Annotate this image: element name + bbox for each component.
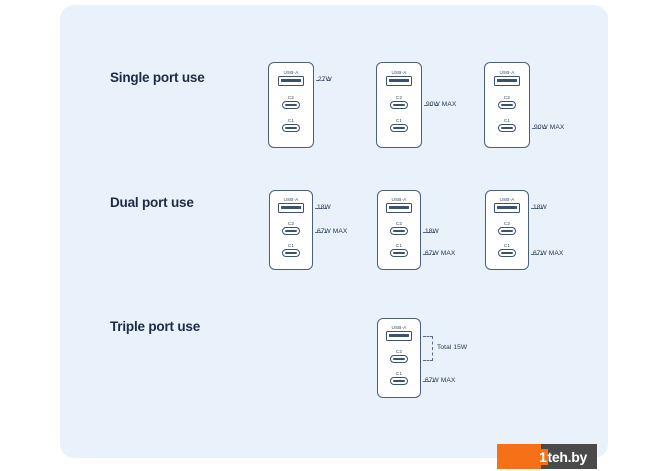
usb-a-port-icon <box>494 203 520 213</box>
usb-c-port-icon-c2 <box>498 227 516 235</box>
leader-line <box>531 208 543 209</box>
wattage-label-c2: 18W <box>425 228 439 235</box>
watermark-orange-block <box>497 444 541 469</box>
port-label-c2: C2 <box>503 221 511 226</box>
leader-line <box>423 232 435 233</box>
leader-line <box>531 254 543 255</box>
section-title-dual: Dual port use <box>110 195 194 210</box>
wattage-label-c1: 67W MAX <box>425 377 456 384</box>
port-label-usba: USB-A <box>391 70 407 75</box>
usb-c-port-icon-c1 <box>390 249 408 257</box>
port-label-c1: C1 <box>395 118 403 123</box>
port-label-c1: C1 <box>395 371 403 376</box>
port-label-usba: USB-A <box>283 197 299 202</box>
usb-c-port-icon-c1 <box>390 124 408 132</box>
usb-c-port-icon-c2 <box>498 101 516 109</box>
usb-c-port-icon-c2 <box>282 227 300 235</box>
port-label-c1: C1 <box>287 118 295 123</box>
port-label-usba: USB-A <box>499 197 515 202</box>
charger-single-1: USB-A C2 C1 <box>268 62 314 148</box>
usb-a-port-icon <box>278 203 304 213</box>
watermark-label: teh.by <box>547 448 588 465</box>
port-label-c1: C1 <box>503 118 511 123</box>
total-bracket <box>423 336 433 361</box>
wattage-label-c1: 90W MAX <box>534 124 565 131</box>
port-label-c1: C1 <box>287 243 295 248</box>
leader-line-c1 <box>423 381 435 382</box>
charger-dual-2: USB-A C2 C1 <box>377 190 421 270</box>
charger-single-3: USB-A C2 C1 <box>484 62 530 148</box>
port-label-c1: C1 <box>503 243 511 248</box>
leader-line <box>423 254 435 255</box>
wattage-label-c2: 90W MAX <box>426 101 457 108</box>
wattage-label-c1: 67W MAX <box>533 250 564 257</box>
charger-triple-1: USB-A C2 C1 <box>377 318 421 398</box>
usb-c-port-icon-c1 <box>390 377 408 385</box>
port-label-c2: C2 <box>503 95 511 100</box>
usb-c-port-icon-c2 <box>390 227 408 235</box>
port-label-c1: C1 <box>395 243 403 248</box>
section-title-single: Single port use <box>110 70 205 85</box>
usb-c-port-icon-c2 <box>390 355 408 363</box>
wattage-label-total: Total 15W <box>437 344 468 351</box>
wattage-label-usba: 18W <box>533 204 547 211</box>
usb-a-port-icon <box>386 331 412 341</box>
usb-c-port-icon-c1 <box>498 124 516 132</box>
watermark-digit: 1 <box>539 448 548 465</box>
port-label-usba: USB-A <box>283 70 299 75</box>
section-title-triple: Triple port use <box>110 319 201 334</box>
port-label-c2: C2 <box>395 349 403 354</box>
port-label-c2: C2 <box>287 221 295 226</box>
port-label-usba: USB-A <box>499 70 515 75</box>
wattage-label-c1: 67W MAX <box>425 250 456 257</box>
usb-a-port-icon <box>494 76 520 86</box>
leader-line <box>532 128 546 129</box>
port-label-c2: C2 <box>395 221 403 226</box>
wattage-label-usba: 18W <box>317 204 331 211</box>
leader-line <box>315 232 327 233</box>
usb-c-port-icon-c1 <box>282 124 300 132</box>
usb-a-port-icon <box>278 76 304 86</box>
charger-dual-3: USB-A C2 C1 <box>485 190 529 270</box>
port-label-c2: C2 <box>395 95 403 100</box>
wattage-label-c2: 67W MAX <box>317 228 348 235</box>
usb-c-port-icon-c1 <box>498 249 516 257</box>
usb-a-port-icon <box>386 76 412 86</box>
port-label-c2: C2 <box>287 95 295 100</box>
usb-c-port-icon-c2 <box>390 101 408 109</box>
leader-line <box>315 208 327 209</box>
wattage-label-usba: 27W <box>318 76 332 83</box>
usb-a-port-icon <box>386 203 412 213</box>
port-label-usba: USB-A <box>391 325 407 330</box>
leader-line <box>424 105 438 106</box>
leader-line <box>316 80 330 81</box>
usb-c-port-icon-c2 <box>282 101 300 109</box>
usb-c-port-icon-c1 <box>282 249 300 257</box>
charger-single-2: USB-A C2 C1 <box>376 62 422 148</box>
charger-dual-1: USB-A C2 C1 <box>269 190 313 270</box>
port-label-usba: USB-A <box>391 197 407 202</box>
